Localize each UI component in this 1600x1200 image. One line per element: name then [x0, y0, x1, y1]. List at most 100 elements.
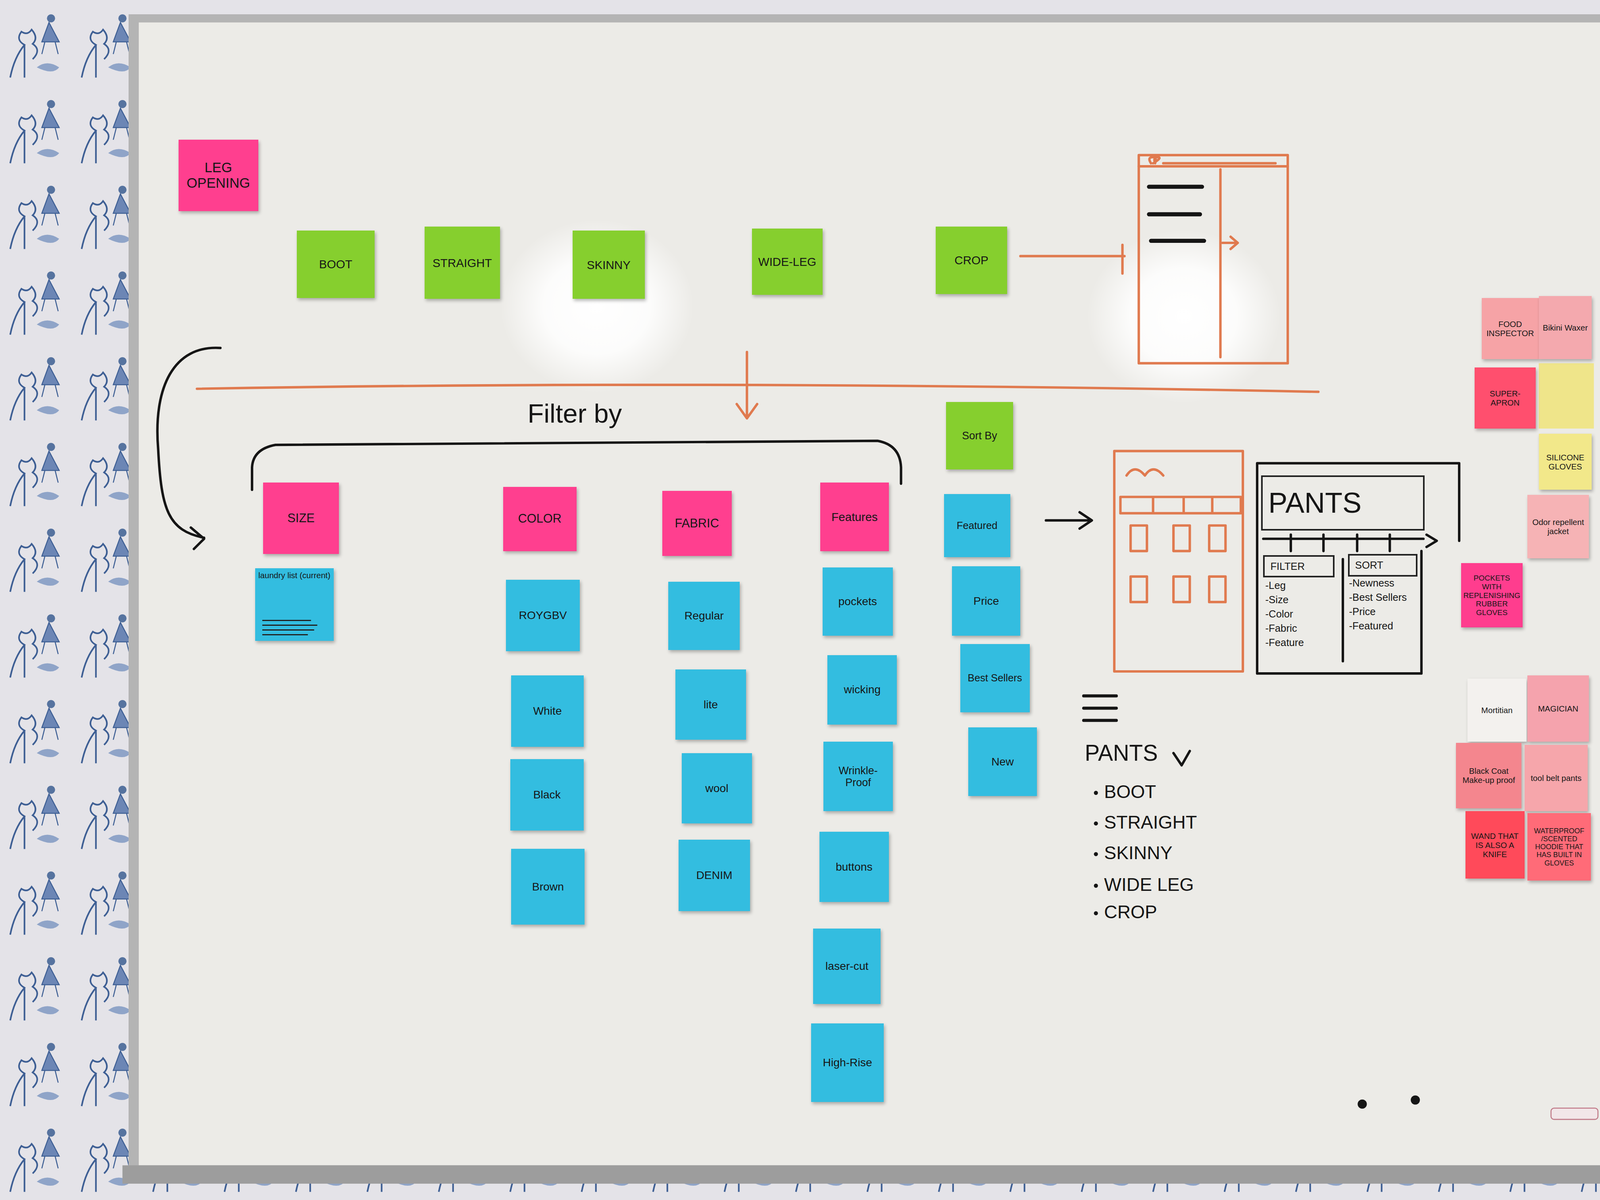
sticky-note: SKINNY: [572, 230, 646, 299]
sticky-note: Mortitian: [1467, 678, 1527, 742]
handwritten-label: BOOT: [1103, 781, 1156, 802]
note-text: New: [991, 755, 1014, 769]
note-text: STRAIGHT: [432, 256, 492, 270]
divider-line: [196, 384, 1319, 393]
board-frame: [128, 14, 1600, 1180]
phone-wireframe: [1138, 155, 1288, 364]
note-text: CROP: [954, 253, 989, 267]
product-tiles: [1130, 525, 1226, 602]
note-text: Mortitian: [1481, 705, 1513, 715]
note-text: wool: [705, 782, 729, 795]
note-text: Price: [973, 594, 999, 608]
handwritten-label: SKINNY: [1103, 842, 1173, 864]
sticky-note: Wrinkle-Proof: [823, 741, 893, 812]
note-text: wicking: [844, 683, 881, 697]
sticky-note: tool belt pants: [1524, 744, 1588, 812]
note-text: FABRIC: [675, 516, 720, 531]
note-text: SORT: [1355, 559, 1384, 572]
sticky-note: buttons: [819, 831, 889, 902]
sticky-note: MAGICIAN: [1527, 675, 1589, 742]
note-text: POCKETS WITH REPLENISHING RUBBER GLOVES: [1463, 573, 1521, 617]
handwritten-label: CROP: [1103, 901, 1158, 923]
hamburger-icon: [1083, 696, 1117, 721]
note-text: FILTER: [1270, 560, 1305, 573]
note-text: WATERPROOF /SCENTED HOODIE THAT HAS BUIL…: [1529, 826, 1589, 868]
handwritten-label: -Featured: [1348, 620, 1393, 632]
wireframe-tabs: [1263, 534, 1437, 551]
sticky-note: Black: [510, 759, 584, 831]
sticky-note: Features: [820, 482, 889, 551]
handwritten-label: WIDE LEG: [1103, 874, 1194, 895]
note-text: COLOR: [517, 511, 562, 526]
sticky-note: Odor repellent jacket: [1527, 494, 1589, 558]
sticky-note: laundry list (current): [255, 568, 334, 641]
whiteboard: [138, 22, 1600, 1166]
sticky-note: SILICONE GLOVES: [1538, 433, 1593, 490]
arrow-line: [1046, 512, 1093, 529]
sticky-note: lite: [675, 669, 746, 740]
note-text: Black Coat Make-up proof: [1458, 766, 1520, 785]
sticky-note: COLOR: [503, 486, 577, 552]
phone-header: [1138, 163, 1288, 167]
handwritten-label: STRAIGHT: [1103, 812, 1197, 833]
sticky-note: FOOD INSPECTOR: [1481, 298, 1539, 360]
orange-sketch: [196, 155, 1319, 672]
magnet: [1357, 1099, 1367, 1109]
note-text: lite: [703, 698, 718, 712]
sticky-note: White: [511, 675, 584, 747]
sticky-note: STRAIGHT: [424, 226, 500, 300]
note-text: SIZE: [287, 511, 315, 526]
down-arrow: [736, 351, 758, 419]
note-text: BOOT: [319, 257, 353, 271]
handwritten-label: Filter by: [527, 398, 622, 429]
note-text: SILICONE GLOVES: [1541, 452, 1590, 472]
bullet: [1094, 790, 1099, 795]
note-text: Features: [831, 510, 878, 524]
note-text: Odor repellent jacket: [1529, 517, 1587, 536]
wireframe-box: SORT: [1348, 553, 1418, 577]
faded-sticky-note: [1538, 363, 1595, 429]
sticky-note: wool: [681, 753, 752, 824]
handwritten-label: -Color: [1265, 608, 1294, 620]
sticky-note: FABRIC: [662, 490, 732, 557]
note-text: Wrinkle-Proof: [828, 764, 889, 789]
note-text: Bikini Waxer: [1542, 323, 1589, 333]
panel-divider: [1219, 169, 1222, 358]
note-text: WAND THAT IS ALSO A KNIFE: [1467, 831, 1523, 859]
sticky-note: WATERPROOF /SCENTED HOODIE THAT HAS BUIL…: [1527, 813, 1591, 881]
note-text: WIDE-LEG: [758, 255, 817, 269]
marker-tray: [122, 1165, 1600, 1184]
sticky-note: WIDE-LEG: [751, 228, 823, 295]
handwritten-label: -Fabric: [1265, 622, 1298, 634]
note-text: FOOD INSPECTOR: [1484, 319, 1537, 338]
sticky-note: CROP: [935, 226, 1008, 295]
sticky-note: High-Rise: [811, 1023, 884, 1102]
note-text: laundry list (current): [258, 570, 331, 580]
sticky-note: SIZE: [263, 482, 339, 554]
note-text: SKINNY: [586, 258, 631, 272]
note-text: Black: [533, 788, 561, 802]
note-text: Featured: [956, 519, 998, 532]
note-text: DENIM: [696, 869, 733, 882]
grid-logo: [1126, 469, 1164, 476]
note-text: Best Sellers: [967, 672, 1023, 684]
grid-wireframe: [1114, 451, 1243, 672]
sticky-note: BOOT: [296, 230, 375, 299]
filter-bracket: [251, 440, 901, 490]
sticky-note: Price: [951, 566, 1021, 636]
note-text: Brown: [532, 880, 564, 894]
sticky-note: Featured: [944, 494, 1011, 558]
sticky-note: wicking: [827, 655, 897, 725]
note-text: Sort By: [961, 429, 998, 442]
sticky-note: SUPER-APRON: [1474, 367, 1536, 429]
bullet: [1094, 883, 1099, 888]
grid-tabs: [1120, 496, 1241, 514]
bullet: [1094, 911, 1099, 916]
handwritten-label: -Newness: [1348, 577, 1395, 589]
note-text: Regular: [684, 609, 724, 623]
sticky-note: Regular: [668, 581, 740, 650]
sticky-note: POCKETS WITH REPLENISHING RUBBER GLOVES: [1461, 563, 1523, 628]
sticky-note: pockets: [822, 567, 893, 636]
handwritten-label: -Feature: [1265, 636, 1304, 649]
note-text: MAGICIAN: [1538, 703, 1579, 714]
